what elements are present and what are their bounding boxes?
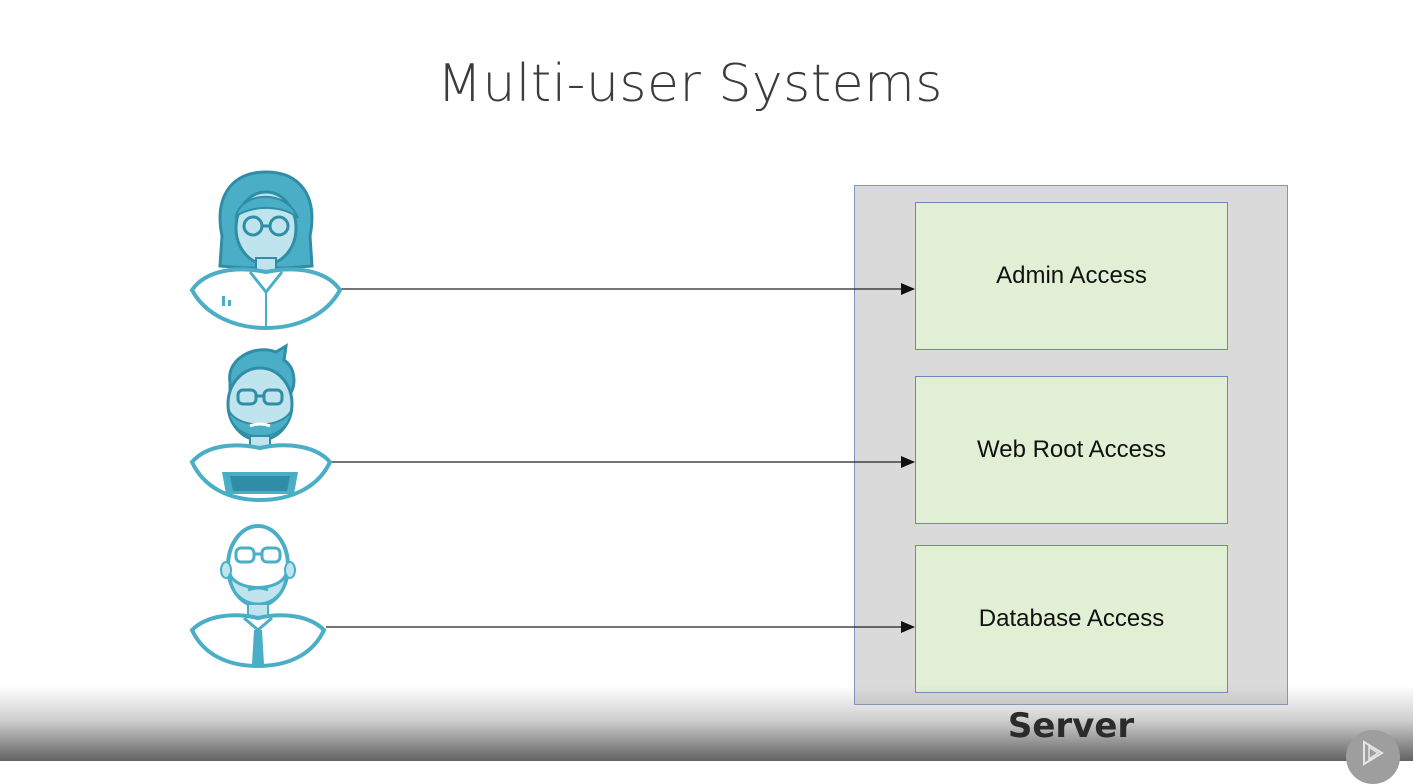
bearded-man-star-shirt-avatar-icon xyxy=(189,343,333,503)
database-access-box: Database Access xyxy=(915,545,1228,693)
woman-with-glasses-avatar-icon xyxy=(189,170,343,331)
server-label: Server xyxy=(1007,706,1135,746)
web-root-access-label: Web Root Access xyxy=(977,436,1166,463)
slide-title: Multi-user Systems xyxy=(437,54,943,114)
admin-access-label: Admin Access xyxy=(996,262,1147,289)
web-root-access-box: Web Root Access xyxy=(915,376,1228,524)
play-logo-icon[interactable] xyxy=(1346,730,1400,784)
database-access-label: Database Access xyxy=(978,605,1165,632)
play-triangle-icon xyxy=(1363,740,1384,766)
connection-arrows xyxy=(326,283,915,633)
admin-access-box: Admin Access xyxy=(915,202,1228,350)
bald-man-with-beard-avatar-icon xyxy=(189,524,327,669)
